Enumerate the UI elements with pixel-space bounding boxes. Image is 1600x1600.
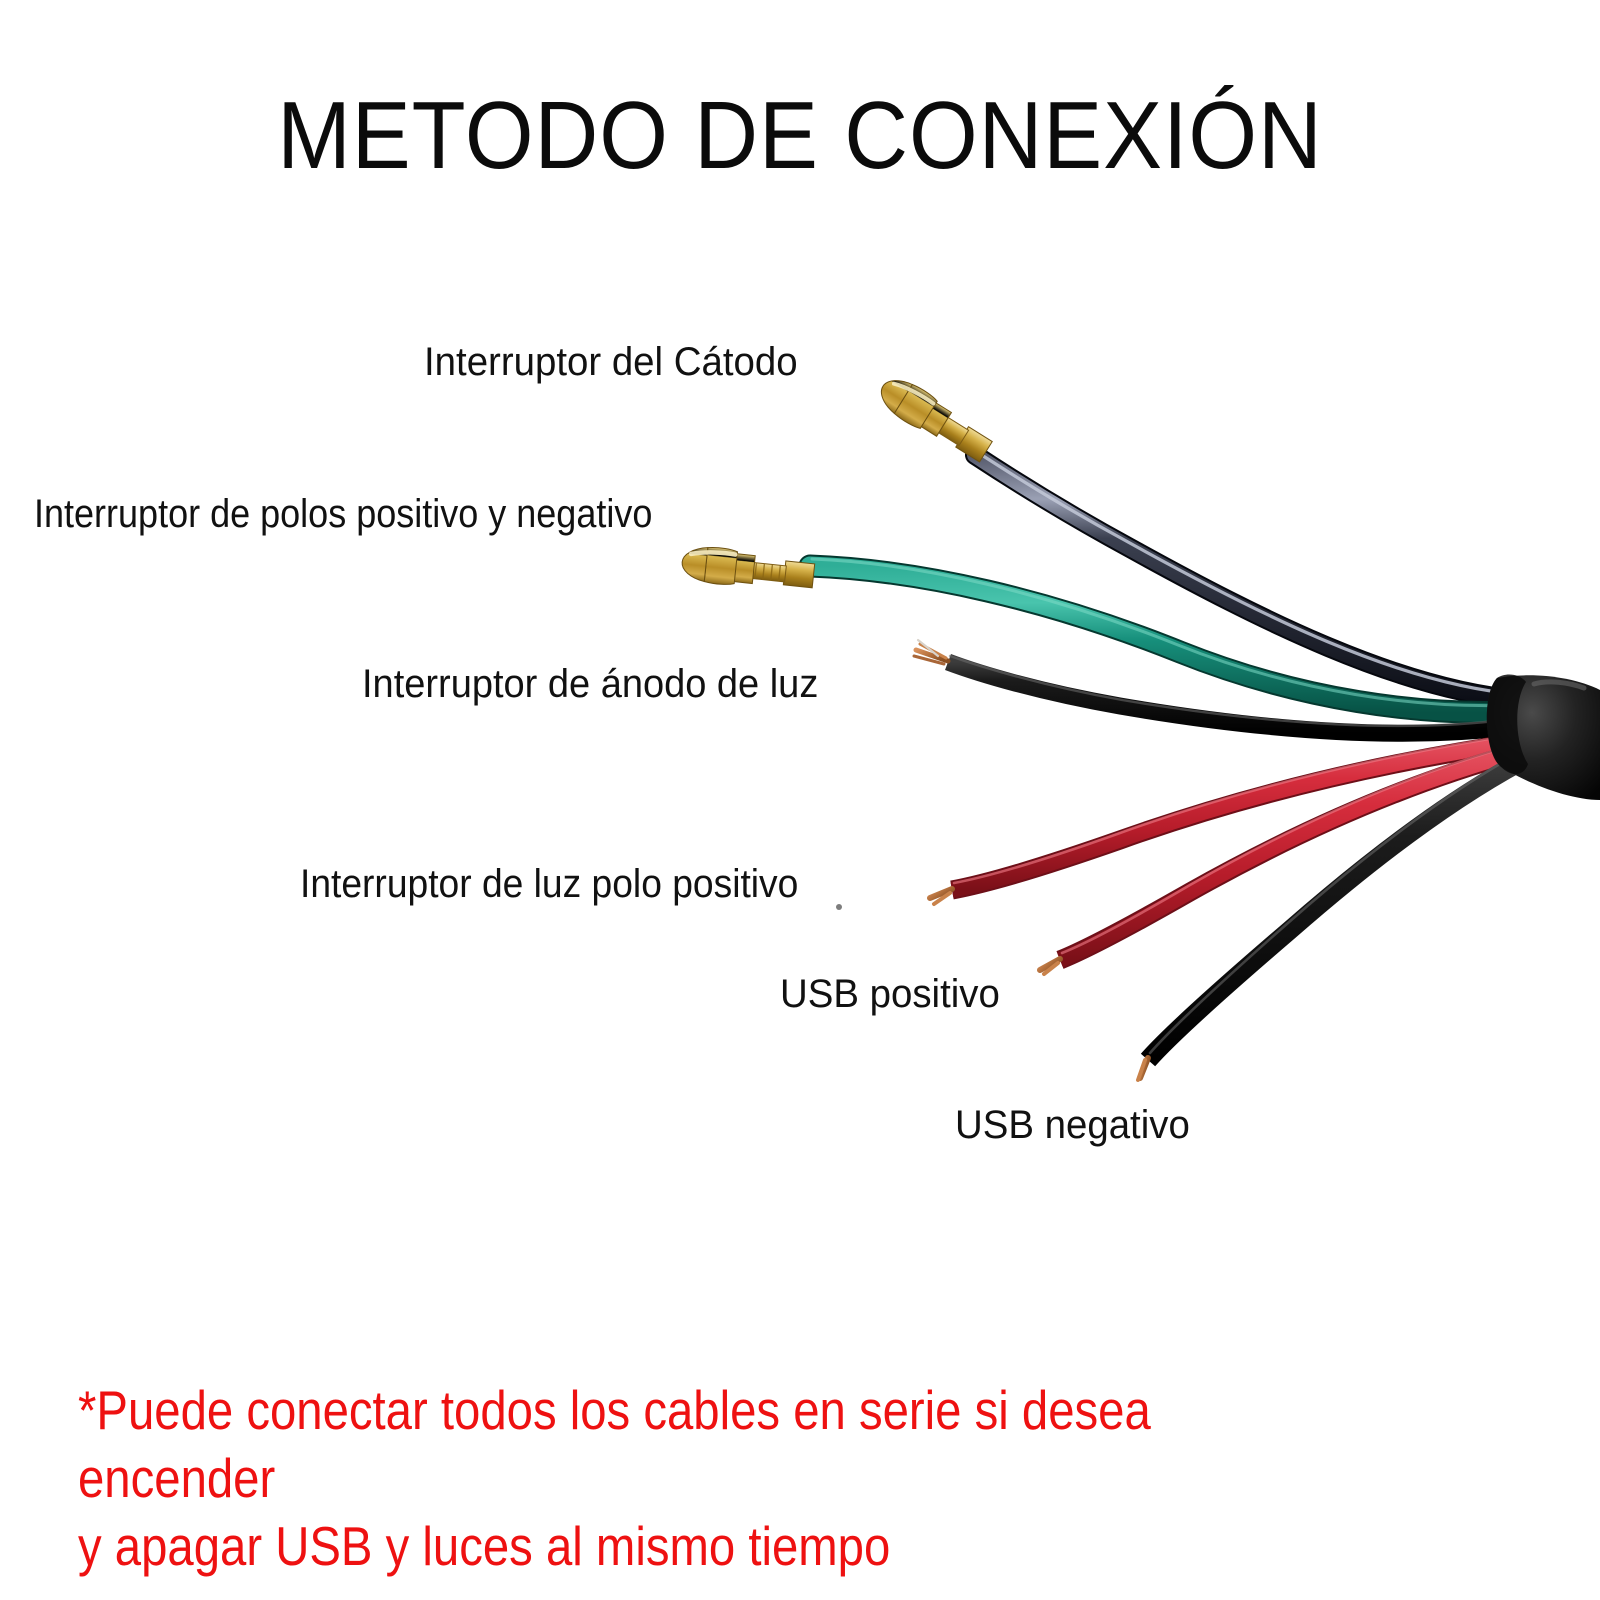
cable-sheath bbox=[1486, 674, 1600, 800]
label-light-positive-switch: Interruptor de luz polo positivo bbox=[300, 862, 799, 906]
label-usb-negative: USB negativo bbox=[955, 1103, 1190, 1147]
light-anode-copper-tip bbox=[912, 638, 951, 666]
label-light-anode-switch: Interruptor de ánodo de luz bbox=[362, 662, 819, 706]
usb-positive-copper-tip bbox=[1037, 956, 1063, 976]
label-poles-switch: Interruptor de polos positivo y negativo bbox=[34, 492, 653, 536]
page-title: METODO DE CONEXIÓN bbox=[277, 82, 1323, 189]
label-cathode-switch: Interruptor del Cátodo bbox=[424, 340, 798, 384]
poles-switch-wire bbox=[798, 554, 1532, 725]
light-positive-copper-tip bbox=[927, 886, 955, 906]
cathode-switch-wire bbox=[965, 445, 1530, 710]
label-usb-positive: USB positivo bbox=[780, 972, 1000, 1016]
series-connection-note: *Puede conectar todos los cables en seri… bbox=[78, 1379, 1151, 1577]
image-speck bbox=[836, 904, 842, 910]
cathode-bullet-connector bbox=[880, 380, 993, 463]
usb-positive-wire bbox=[1037, 742, 1523, 976]
usb-negative-copper-tip bbox=[1136, 1055, 1151, 1082]
poles-bullet-connector bbox=[681, 547, 816, 589]
light-positive-wire bbox=[927, 732, 1522, 906]
usb-negative-wire bbox=[1136, 753, 1525, 1082]
light-anode-wire bbox=[912, 638, 1522, 742]
